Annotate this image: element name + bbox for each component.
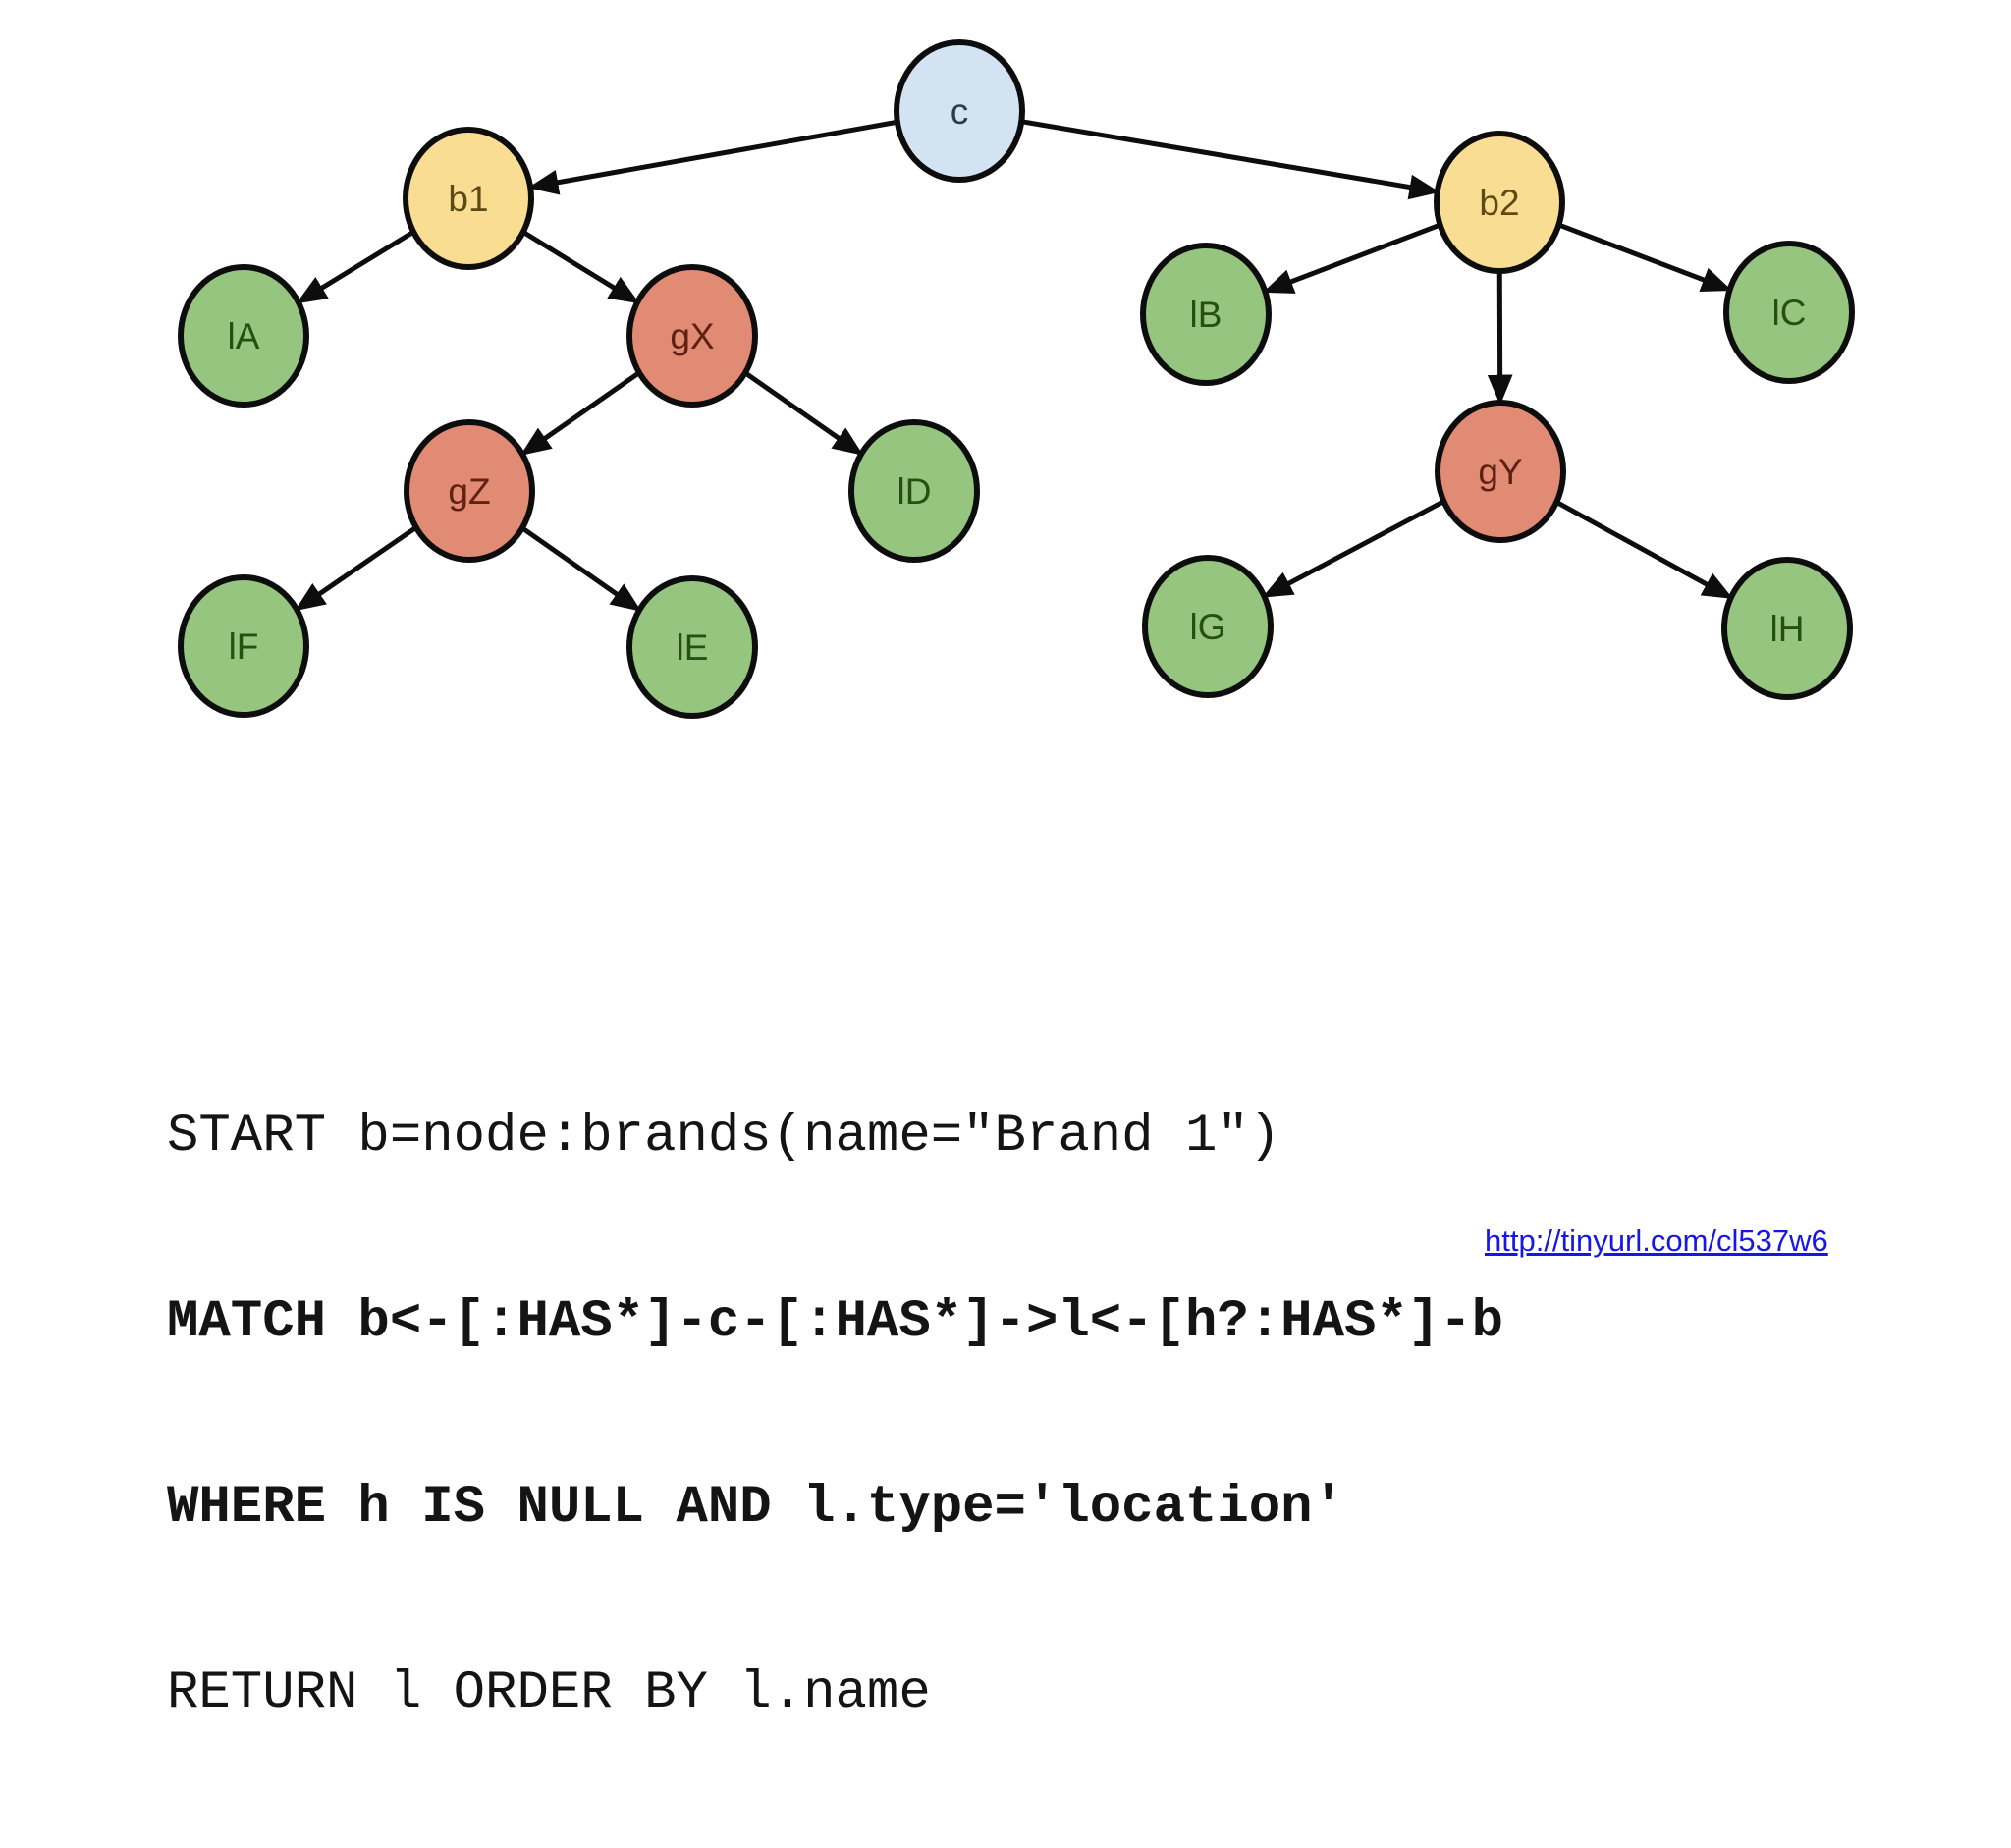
node-lC-label: lC: [1772, 293, 1807, 333]
edge-b1-gX: [523, 232, 637, 301]
node-b1: b1: [406, 130, 531, 267]
tinyurl-link[interactable]: http://tinyurl.com/cl537w6: [1485, 1223, 1828, 1259]
node-gY-label: gY: [1478, 452, 1522, 492]
node-gX-label: gX: [670, 316, 714, 356]
node-lC: lC: [1726, 244, 1852, 381]
edge-gZ-lF: [297, 527, 416, 610]
node-lE: lE: [629, 578, 755, 716]
node-lA-label: lA: [228, 316, 260, 356]
edge-b2-lB: [1265, 225, 1440, 292]
cypher-query-block: START b=node:brands(name="Brand 1") MATC…: [167, 982, 1503, 1848]
node-lD-label: lD: [897, 471, 932, 512]
node-lF-label: lF: [229, 626, 259, 667]
query-line-match: MATCH b<-[:HAS*]-c-[:HAS*]->l<-[h?:HAS*]…: [167, 1291, 1503, 1353]
edge-gY-lG: [1265, 502, 1444, 597]
node-gY: gY: [1438, 403, 1563, 540]
node-c-label: c: [951, 91, 969, 132]
node-lB: lB: [1143, 245, 1269, 383]
edge-gY-lH: [1556, 502, 1731, 597]
node-lA: lA: [181, 267, 306, 405]
edge-c-b1: [530, 122, 897, 188]
node-gZ: gZ: [407, 422, 532, 560]
node-lE-label: lE: [677, 627, 709, 668]
edge-gZ-lE: [522, 528, 639, 610]
node-lD: lD: [851, 422, 977, 560]
node-lH-label: lH: [1770, 609, 1805, 649]
node-b2-label: b2: [1479, 183, 1519, 223]
node-lB-label: lB: [1190, 295, 1223, 335]
edge-gX-gZ: [522, 373, 639, 455]
slide-canvas: c b1 b2 lA gX lB lC gZ lD gY lF lE lG lH START b=node…: [0, 0, 2011, 1508]
node-b2: b2: [1437, 134, 1562, 271]
edge-b2-lC: [1558, 225, 1729, 290]
edge-b1-lA: [299, 232, 413, 302]
query-line-return: RETURN l ORDER BY l.name: [167, 1662, 1503, 1724]
node-b1-label: b1: [448, 179, 488, 219]
node-c: c: [897, 42, 1022, 180]
node-gX: gX: [629, 267, 755, 405]
query-line-start: START b=node:brands(name="Brand 1"): [167, 1106, 1503, 1168]
node-layer: c b1 b2 lA gX lB lC gZ lD gY lF lE lG lH: [181, 42, 1852, 716]
node-gZ-label: gZ: [448, 471, 490, 512]
edge-gX-lD: [745, 373, 861, 455]
node-lG-label: lG: [1190, 607, 1226, 647]
edge-c-b2: [1021, 122, 1438, 192]
node-lG: lG: [1145, 558, 1271, 695]
node-lH: lH: [1724, 560, 1850, 697]
node-lF: lF: [181, 577, 306, 715]
